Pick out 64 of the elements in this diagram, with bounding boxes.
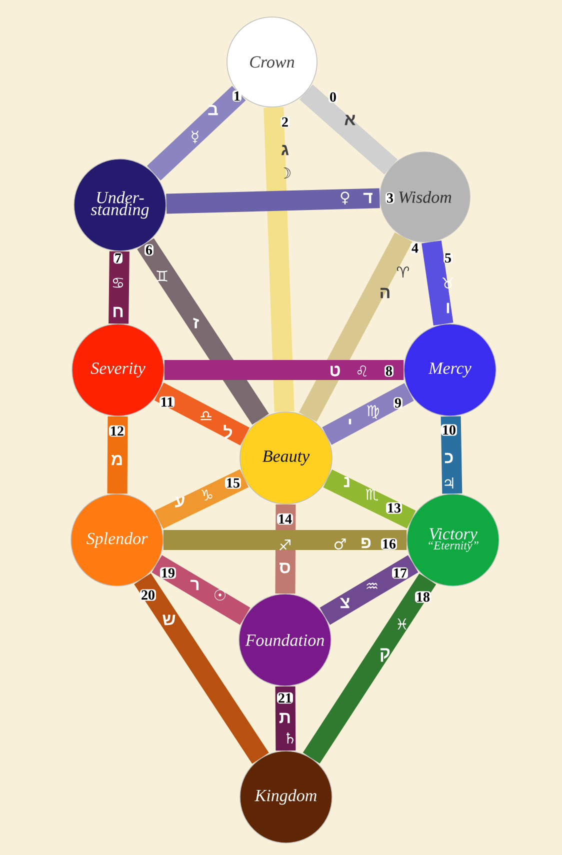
path-band — [299, 84, 398, 174]
sphere: Splendor — [70, 494, 164, 586]
astrological-symbol: ♍ — [367, 405, 379, 419]
hebrew-letter: ב — [208, 104, 218, 116]
astrological-symbol: ♎ — [200, 411, 212, 420]
astrological-symbol: ♂ — [334, 538, 346, 550]
path-band — [108, 251, 130, 324]
path-band — [322, 383, 414, 445]
hebrew-letter: פ — [362, 538, 371, 548]
path-band — [320, 555, 418, 625]
hebrew-letter: מ — [111, 454, 122, 466]
hebrew-letter: ז — [193, 318, 199, 328]
path-band — [166, 188, 380, 214]
astrological-symbol: ☉ — [214, 590, 226, 600]
path-band — [154, 469, 249, 529]
hebrew-letter: ע — [175, 496, 184, 508]
path-band — [302, 573, 436, 764]
hebrew-letter: ט — [330, 366, 340, 376]
sphere: Foundation — [238, 594, 332, 686]
astrological-symbol: ♀ — [340, 192, 350, 204]
sphere: Kingdom — [240, 750, 332, 844]
path-band — [152, 555, 250, 625]
hebrew-letter: ה — [380, 288, 390, 298]
sphere: Victory “Eternity” — [406, 494, 500, 586]
path-band — [146, 86, 246, 180]
astrological-symbol: ♐ — [280, 540, 290, 550]
path-band — [134, 573, 269, 764]
astrological-symbol: ♓ — [398, 618, 406, 630]
hebrew-letter: ק — [380, 648, 390, 662]
astrological-symbol: ♊ — [156, 270, 168, 282]
astrological-symbol: ♒ — [366, 582, 378, 590]
astrological-symbol: ♃ — [444, 478, 454, 488]
hebrew-letter: ס — [279, 562, 290, 574]
hebrew-letter: א — [344, 114, 356, 126]
astrological-symbol: ☽ — [284, 168, 290, 178]
astrological-symbol: ♏ — [366, 488, 378, 502]
hebrew-letter: ל — [224, 424, 232, 440]
path-band — [422, 240, 454, 326]
hebrew-letter: כ — [444, 452, 453, 464]
astrological-symbol: ♑ — [202, 490, 212, 500]
astrological-symbol: ♄ — [286, 732, 294, 744]
path-band — [323, 469, 416, 529]
path-band — [107, 416, 128, 494]
hebrew-letter: ו — [446, 302, 450, 314]
path-number: 6 — [144, 244, 154, 256]
hebrew-letter: ד — [363, 192, 372, 204]
astrological-symbol: ♈ — [396, 266, 410, 278]
hebrew-letter: ר — [190, 580, 199, 590]
hebrew-letter: ג — [281, 144, 289, 156]
path-band — [275, 504, 296, 594]
path-band — [440, 416, 462, 494]
hebrew-letter: ת — [279, 712, 290, 724]
astrological-symbol: ♋ — [112, 278, 124, 288]
path-number: 4 — [410, 242, 420, 254]
hebrew-letter: צ — [340, 598, 350, 608]
sphere: Beauty — [240, 412, 332, 504]
hebrew-letter: ש — [162, 614, 176, 626]
hebrew-letter: י — [348, 418, 352, 424]
sphere: Mercy — [404, 324, 496, 416]
path-band — [163, 530, 407, 550]
astrological-symbol: ☿ — [192, 130, 198, 144]
hebrew-letter: נ — [344, 476, 350, 488]
astrological-symbol: ♌ — [357, 366, 367, 376]
hebrew-letter: ח — [114, 306, 123, 318]
